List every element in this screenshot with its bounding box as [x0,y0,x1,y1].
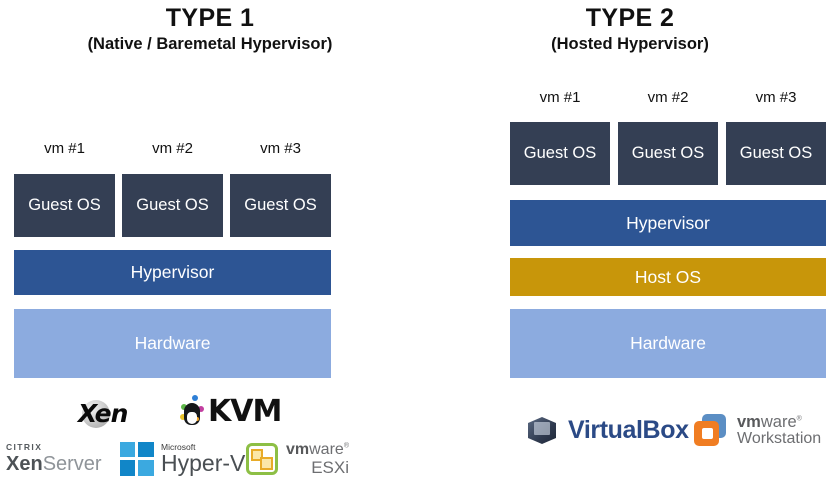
type1-guest-os-box-3: Guest OS [230,174,331,237]
vmware-trademark-mark: ® [343,442,349,450]
kvm-dot-yellow-icon [180,414,186,420]
type1-vm-label-3: vm #3 [260,140,301,157]
type1-subtitle: (Native / Baremetal Hypervisor) [87,35,333,53]
workstation-wordmark: Workstation [737,430,822,448]
xen-logo: Xen [78,399,164,429]
citrix-xenserver-logo: CITRIX XenServer [6,443,102,474]
vmware-word-bold: vm [286,441,310,458]
type2-title: TYPE 2 [585,4,675,32]
type2-guest-os-box-2: Guest OS [618,122,718,185]
kvm-penguin-icon [184,403,200,425]
vmware-esxi-icon [246,442,278,475]
hyperv-logo: Microsoft Hyper-V [120,442,245,476]
type2-vm-label-2: vm #2 [647,89,689,106]
type2-logo-area: VirtualBox vmware® Workstation [420,390,840,487]
type2-hypervisor-bar: Hypervisor [510,200,826,246]
vmware-workstation-word-bold: vm [737,412,761,431]
type1-title: TYPE 1 [165,4,255,32]
xen-ball-icon [82,400,110,428]
microsoft-brand-text: Microsoft [161,441,196,452]
type1-guest-os-row: Guest OS Guest OS Guest OS [14,174,331,237]
virtualbox-wordmark: VirtualBox [568,415,689,444]
vmware-workstation-word-light: ware [760,412,797,431]
type1-column: TYPE 1 (Native / Baremetal Hypervisor) v… [0,4,420,487]
vmware-workstation-wordmark: vmware® [737,413,821,431]
citrix-brand-text: CITRIX [6,442,43,452]
xen-wordmark: Xen [78,399,128,428]
type2-guest-os-box-1: Guest OS [510,122,610,185]
type1-vm-label-1: vm #1 [44,140,85,157]
xenserver-wordmark: XenServer [6,454,102,474]
type2-vm-label-3: vm #3 [755,89,797,106]
esxi-wordmark: ESXi [311,457,349,477]
type1-guest-os-box-1: Guest OS [14,174,115,237]
xenserver-word-light: Server [42,452,102,475]
microsoft-window-icon [120,442,154,476]
type2-vm-label-1: vm #1 [539,89,581,106]
vmware-workstation-trademark-mark: ® [796,415,802,423]
virtualbox-logo: VirtualBox [524,412,689,448]
type2-hardware-bar: Hardware [510,309,826,378]
type1-guest-os-box-2: Guest OS [122,174,223,237]
type2-guest-os-row: Guest OS Guest OS Guest OS [510,122,826,185]
type2-guest-os-box-3: Guest OS [726,122,826,185]
type1-logo-area: Xen KVM CITRIX XenServer [0,390,420,487]
kvm-wordmark: KVM [208,394,282,429]
type2-subtitle: (Hosted Hypervisor) [551,35,709,53]
type2-vm-label-row: vm #1 vm #2 vm #3 [510,89,826,106]
kvm-dot-blue-icon [192,395,198,401]
type1-vm-label-row: vm #1 vm #2 vm #3 [14,140,331,157]
xenserver-word-bold: Xen [6,452,43,475]
type1-hypervisor-bar: Hypervisor [14,250,331,295]
hyperv-wordmark: Hyper-V [161,450,246,477]
kvm-dot-magenta-icon [198,406,204,412]
type2-host-os-bar: Host OS [510,258,826,296]
virtualbox-icon [524,412,560,448]
vmware-esxi-logo: vmware® ESXi [246,441,349,477]
vmware-workstation-icon [692,412,728,448]
vmware-workstation-logo: vmware® Workstation [692,412,821,448]
kvm-penguin-beak-icon [193,417,199,421]
type2-column: TYPE 2 (Hosted Hypervisor) vm #1 vm #2 v… [420,0,840,487]
vmware-wordmark: vmware® [286,441,349,459]
type1-hardware-bar: Hardware [14,309,331,378]
vmware-word-light: ware [309,441,344,458]
kvm-logo: KVM [180,394,284,429]
type1-vm-label-2: vm #2 [152,140,193,157]
